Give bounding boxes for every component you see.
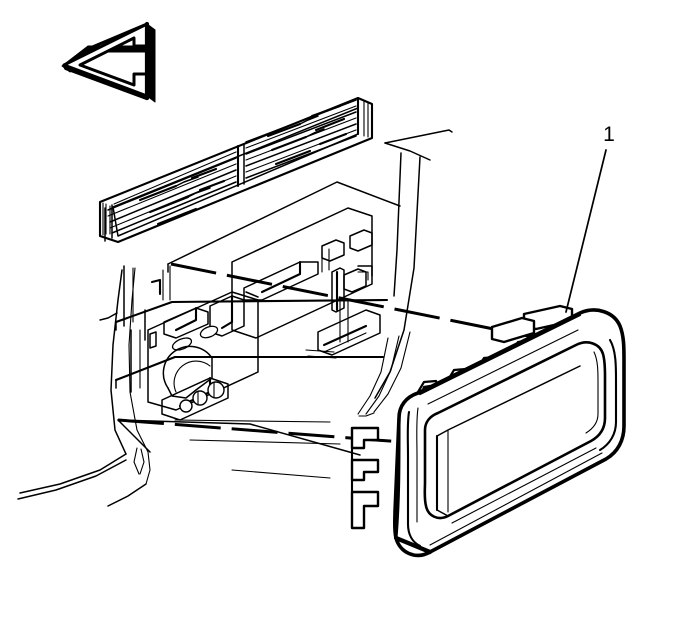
- callout-1: 1: [565, 123, 615, 313]
- callout-1-label: 1: [603, 123, 615, 146]
- callout-1-leader: [565, 149, 607, 313]
- removal-direction-arrow: [61, 21, 156, 103]
- radio-hvac-control-stack: [147, 207, 381, 421]
- instrument-panel-center-trim-plate: [350, 304, 626, 558]
- trim-plate-left-clips: [350, 426, 380, 530]
- defroster-vent-grille: [98, 96, 374, 244]
